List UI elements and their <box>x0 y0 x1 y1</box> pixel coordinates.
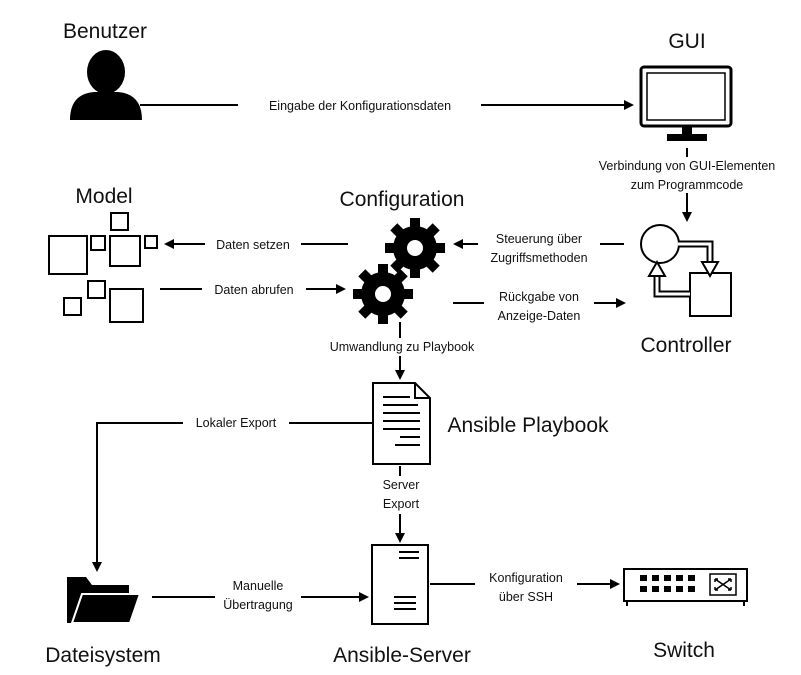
label-verbindung-2: zum Programmcode <box>631 178 744 192</box>
label-ssh-1: Konfiguration <box>489 571 563 585</box>
label-rueckgabe-1: Rückgabe von <box>499 290 579 304</box>
user-icon <box>70 50 142 120</box>
label-verbindung-1: Verbindung von GUI-Elementen <box>599 159 776 173</box>
gear-icon <box>385 218 445 278</box>
label-server-export-1: Server <box>383 478 420 492</box>
server-icon <box>371 544 429 625</box>
node-controller: Controller <box>640 334 731 357</box>
label-eingabe: Eingabe der Konfigurationsdaten <box>269 99 451 113</box>
label-steuerung-1: Steuerung über <box>496 232 582 246</box>
gear-icon <box>353 264 413 324</box>
controller-cycle-icon <box>640 224 732 317</box>
label-manuelle-1: Manuelle <box>233 579 284 593</box>
label-daten-abrufen: Daten abrufen <box>214 283 293 297</box>
label-rueckgabe-2: Anzeige-Daten <box>498 309 581 323</box>
label-umwandlung: Umwandlung zu Playbook <box>330 340 475 354</box>
document-icon <box>372 382 431 465</box>
node-ansible-server: Ansible-Server <box>333 644 471 667</box>
label-daten-setzen: Daten setzen <box>216 238 290 252</box>
network-switch-icon <box>623 568 748 606</box>
label-server-export-2: Export <box>383 497 420 511</box>
node-dateisystem: Dateisystem <box>45 644 161 667</box>
node-ansible-playbook: Ansible Playbook <box>447 414 609 437</box>
label-ssh-2: über SSH <box>499 590 553 604</box>
node-model: Model <box>75 185 132 208</box>
folder-icon <box>67 577 142 624</box>
label-steuerung-2: Zugriffsmethoden <box>490 251 587 265</box>
edge-lokaler-export <box>92 422 372 572</box>
model-blocks-icon <box>48 212 158 323</box>
node-configuration: Configuration <box>340 188 465 211</box>
node-benutzer: Benutzer <box>63 20 147 43</box>
node-gui: GUI <box>668 30 705 53</box>
monitor-icon <box>639 65 733 141</box>
node-switch: Switch <box>653 639 715 662</box>
label-manuelle-2: Übertragung <box>223 598 293 612</box>
label-lokaler-export: Lokaler Export <box>196 416 277 430</box>
